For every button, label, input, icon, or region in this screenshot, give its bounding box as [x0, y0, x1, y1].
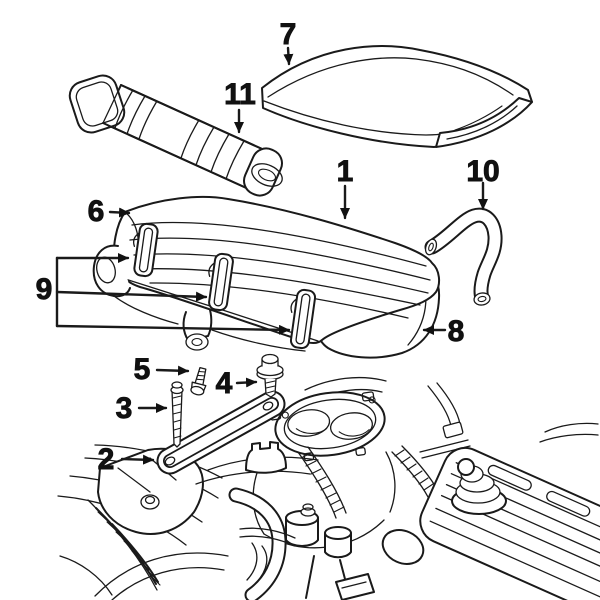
callout-3: 3: [116, 392, 133, 425]
engine-hoses: [239, 527, 296, 584]
part-clip-3: [289, 288, 317, 350]
alternator: [59, 447, 204, 596]
part-pcv-hose: [424, 207, 503, 306]
part-screw: [190, 366, 207, 396]
part-air-intake-duct: [68, 74, 283, 197]
callout-arrow-5: [155, 365, 190, 376]
callout-6: 6: [88, 195, 105, 228]
drain-tube: [182, 309, 213, 351]
callout-9: 9: [36, 273, 53, 306]
pump-cylinders: [285, 503, 352, 559]
cover-pad: [381, 529, 425, 565]
callout-arrow-6: [108, 207, 131, 218]
engine-assembly: [57, 376, 600, 600]
mount-pad: [245, 441, 287, 474]
valve-cover: [381, 446, 600, 600]
callout-arrow-2: [120, 454, 155, 465]
support-bracket: [305, 555, 375, 600]
throttle-body: [269, 391, 386, 462]
part-air-filter-element: [261, 45, 533, 148]
callout-7: 7: [280, 18, 297, 51]
callout-arrows: [55, 46, 488, 465]
callout-arrow-9b: [55, 290, 208, 302]
callout-1: 1: [337, 155, 354, 188]
callout-4: 4: [216, 367, 233, 400]
part-gasket: [156, 390, 286, 475]
callout-10: 10: [466, 155, 499, 188]
breather-cap: [451, 458, 507, 515]
callout-8: 8: [448, 315, 465, 348]
callout-arrow-9c: [55, 324, 291, 335]
exhaust-pipe: [228, 487, 287, 600]
callout-arrow-7: [283, 46, 294, 66]
callout-2: 2: [98, 443, 115, 476]
part-stud-bolt: [170, 381, 184, 448]
part-clip-2: [208, 252, 234, 312]
wiring-harness: [297, 382, 599, 519]
callout-5: 5: [134, 353, 151, 386]
callout-labels: 7 11 1 10 6 9 8 5 4 3 2: [35, 18, 500, 477]
callout-11: 11: [224, 78, 256, 111]
callout-arrow-4: [235, 377, 258, 388]
part-washer-bolt: [256, 353, 284, 398]
part-clip-1: [132, 222, 159, 278]
